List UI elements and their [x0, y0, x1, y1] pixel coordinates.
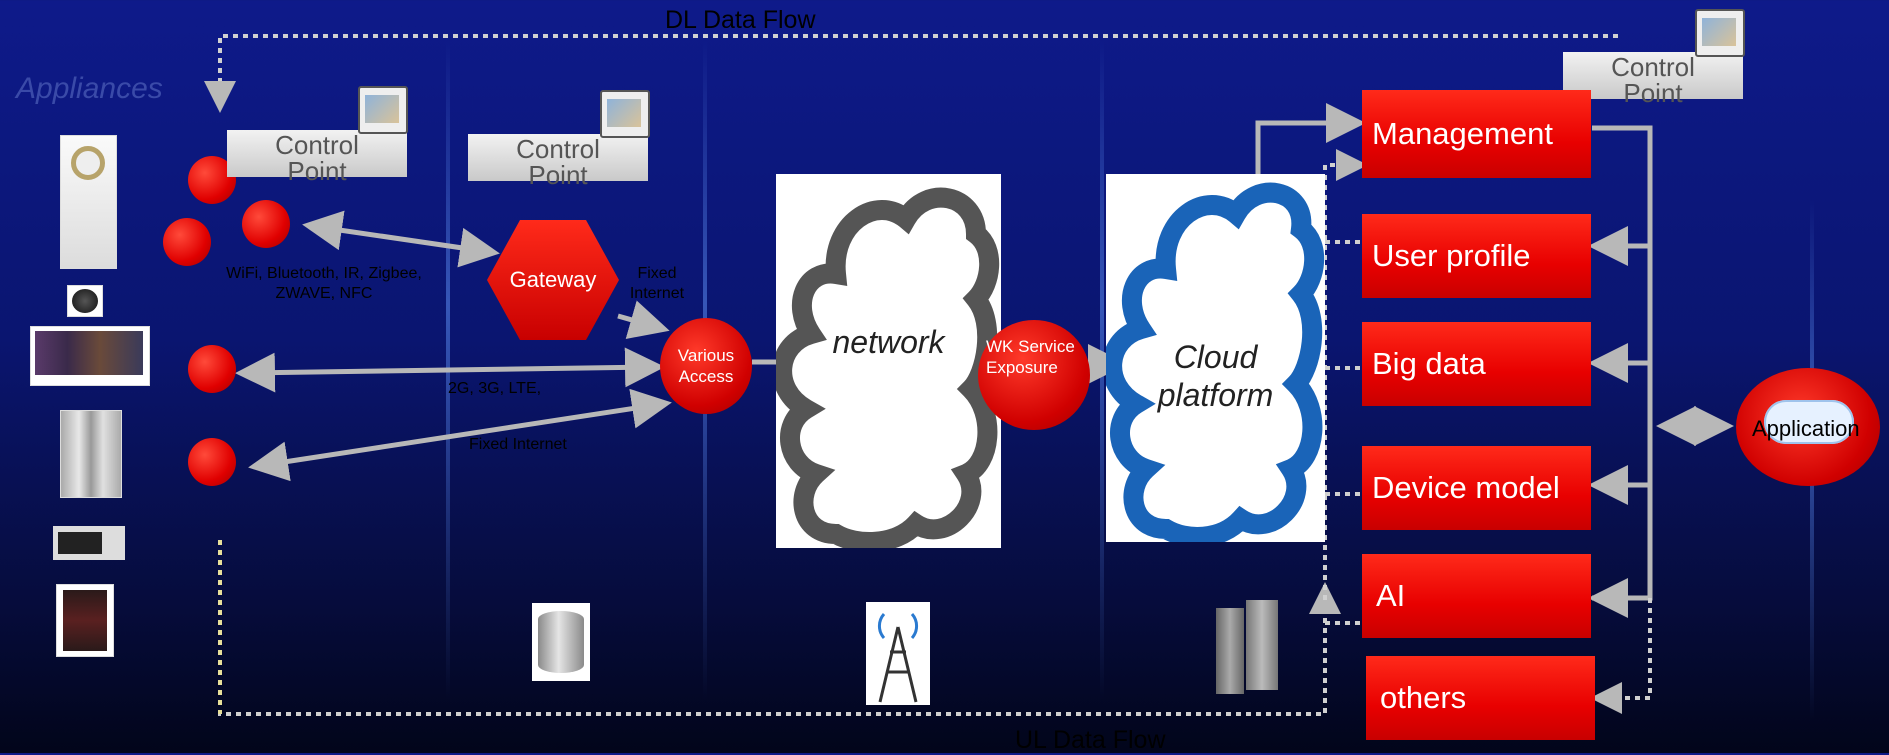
device-node: [242, 200, 290, 248]
cloud-platform-icon: [1102, 182, 1325, 547]
dl-flow-line: [204, 34, 1618, 113]
control-point-2: Control Point: [468, 134, 648, 190]
wireless-label: WiFi, Bluetooth, IR, Zigbee, ZWAVE, NFC: [226, 265, 422, 302]
ul-flow-line: [218, 540, 1341, 716]
phone-icon: [600, 90, 650, 138]
cloud-platform: Cloud platform: [1102, 174, 1325, 547]
microwave-icon: [53, 526, 125, 560]
gateway-node: Gateway: [487, 220, 619, 340]
control-point-line2: Point: [1623, 78, 1683, 108]
application-node: Application: [1736, 368, 1880, 486]
air-purifier-icon: [60, 135, 117, 269]
control-point-line1: Control: [275, 130, 359, 160]
control-point-line1: Control: [516, 134, 600, 164]
network-cloud-icon: [772, 187, 1000, 552]
phone-icon: [1695, 9, 1745, 57]
cellular-label: 2G, 3G, LTE,: [448, 380, 542, 397]
database-icon: [532, 603, 590, 681]
fixed-internet-label: Fixed Internet: [469, 436, 567, 453]
gateway-label: Gateway: [509, 267, 597, 292]
service-big-data: Big data: [1362, 322, 1591, 406]
service-ai: AI: [1362, 554, 1591, 638]
device-node: [188, 345, 236, 393]
service-user-profile: User profile: [1362, 214, 1591, 298]
application-label: Application: [1752, 416, 1860, 441]
control-point-line2: Point: [287, 156, 347, 186]
server-rack-icon: [1216, 600, 1280, 694]
service-device-model: Device model: [1362, 446, 1591, 530]
wk-service-label: WK Service Exposure: [986, 337, 1075, 377]
service-others: others: [1366, 656, 1595, 740]
cloud-platform-label: Cloud platform: [1157, 339, 1274, 413]
various-access-node: Various Access: [660, 318, 752, 414]
service-management: Management: [1362, 90, 1591, 178]
wk-service-node: WK Service Exposure: [978, 320, 1090, 430]
robot-vacuum-icon: [67, 285, 103, 317]
various-access-label: Various Access: [677, 346, 735, 386]
wine-cooler-icon: [56, 584, 114, 657]
cell-tower-icon: [866, 602, 930, 705]
fixed-internet-gw-label: Fixed Internet: [629, 265, 685, 302]
smart-tv-icon: [30, 326, 150, 386]
control-point-line1: Control: [1611, 52, 1695, 82]
ul-flow-label: UL Data Flow: [1015, 726, 1166, 754]
cloud-icon: [1764, 400, 1854, 444]
network-label: network: [832, 324, 945, 360]
phone-icon: [358, 86, 408, 134]
control-point-3: Control Point: [1563, 52, 1743, 108]
control-point-1: Control Point: [227, 130, 407, 186]
control-point-line2: Point: [528, 160, 588, 190]
refrigerator-icon: [60, 410, 122, 498]
dl-flow-label: DL Data Flow: [665, 6, 816, 34]
device-node: [163, 218, 211, 266]
device-node: [188, 438, 236, 486]
network-cloud: network: [772, 174, 1001, 552]
appliances-title: Appliances: [16, 72, 163, 105]
